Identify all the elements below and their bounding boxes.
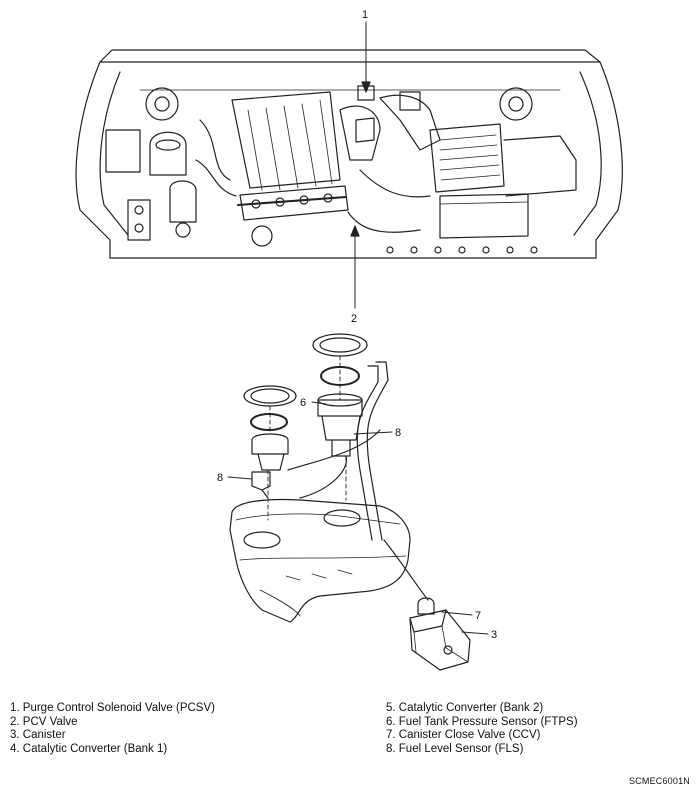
legend-item: 6. Fuel Tank Pressure Sensor (FTPS): [386, 715, 578, 728]
legend-left: 1. Purge Control Solenoid Valve (PCSV) 2…: [10, 702, 215, 756]
legend-right: 5. Catalytic Converter (Bank 2) 6. Fuel …: [386, 702, 578, 756]
legend-item: 8. Fuel Level Sensor (FLS): [386, 742, 524, 755]
legend-item: 7. Canister Close Valve (CCV): [386, 729, 541, 742]
callout-2: 2: [351, 313, 357, 325]
callout-7: 7: [475, 610, 481, 622]
callout-1: 1: [362, 9, 368, 21]
callout-8-right: 8: [395, 427, 401, 439]
callout-6: 6: [300, 397, 306, 409]
evap-system-diagram: 1 2 6 8 8 7 3: [75, 9, 623, 671]
legend-item: 5. Catalytic Converter (Bank 2): [386, 702, 544, 714]
legend-item: 2. PCV Valve: [10, 715, 78, 728]
fuel-system: [227, 333, 489, 671]
legend-item: 3. Canister: [10, 729, 66, 742]
engine-bay: [75, 49, 623, 259]
document-id: SCMEC6001N: [628, 776, 690, 786]
callout-8-left: 8: [217, 472, 223, 484]
callout-3: 3: [491, 629, 497, 641]
legend-item: 4. Catalytic Converter (Bank 1): [10, 742, 168, 755]
legend-item: 1. Purge Control Solenoid Valve (PCSV): [10, 702, 215, 714]
